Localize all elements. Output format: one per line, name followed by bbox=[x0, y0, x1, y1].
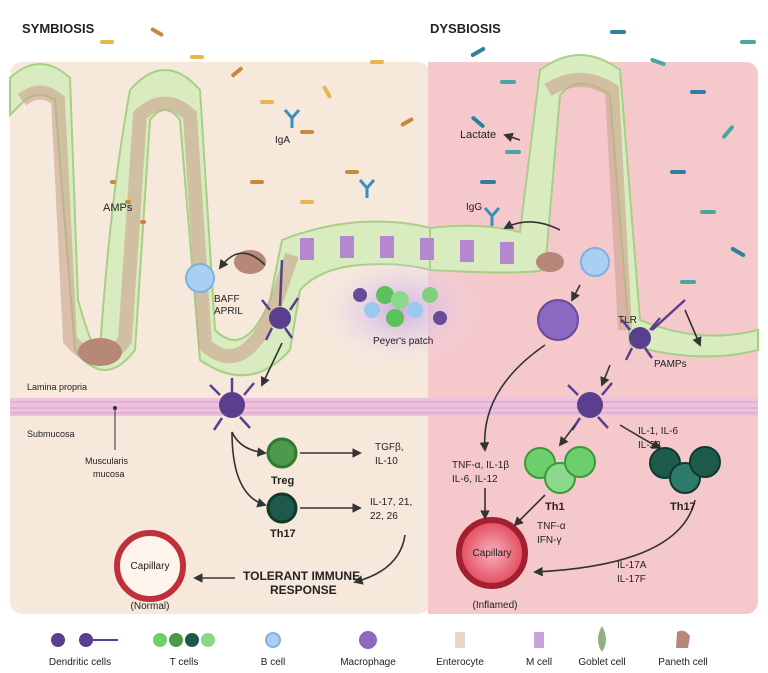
treg-cell bbox=[266, 437, 298, 469]
macrophage bbox=[537, 299, 579, 341]
th17-cell-left bbox=[266, 492, 298, 524]
dendritic-cell-right-upper bbox=[621, 299, 686, 361]
heading-dysbiosis: DYSBIOSIS bbox=[430, 21, 501, 36]
label-normal: (Normal) bbox=[131, 601, 170, 612]
legend-tcell-label: T cells bbox=[170, 657, 199, 668]
dendritic-cell-right-lower bbox=[567, 382, 613, 431]
label-ifng: IFN-γ bbox=[537, 535, 561, 546]
peyers-patch-cells bbox=[353, 286, 447, 327]
label-il10: IL-10 bbox=[375, 456, 398, 467]
legend-icons bbox=[51, 626, 690, 652]
peyers-patch bbox=[320, 255, 480, 365]
label-muscularis-2: mucosa bbox=[93, 469, 125, 479]
legend-enterocyte-label: Enterocyte bbox=[436, 657, 484, 668]
label-tlr: TLR bbox=[618, 315, 637, 326]
label-il17-list-1: IL-17, 21, bbox=[370, 497, 412, 508]
label-baff: BAFF bbox=[214, 294, 240, 305]
bacteria-right bbox=[470, 30, 756, 284]
legend-goblet-label: Goblet cell bbox=[578, 657, 625, 668]
label-muscularis-1: Muscularis bbox=[85, 456, 129, 466]
label-il1-line1: IL-1, IL-6 bbox=[638, 426, 678, 437]
legend-mcell-label: M cell bbox=[526, 657, 552, 668]
label-tgfb: TGFβ, bbox=[375, 442, 404, 453]
epithelium-left bbox=[9, 63, 431, 377]
heading-symbiosis: SYMBIOSIS bbox=[22, 21, 95, 36]
b-cell-left bbox=[185, 263, 215, 293]
label-th17-right: Th17 bbox=[670, 501, 696, 513]
legend-tcell-icon bbox=[153, 633, 215, 647]
label-lactate: Lactate bbox=[460, 129, 496, 141]
label-peyers-patch: Peyer's patch bbox=[373, 336, 433, 347]
dendritic-cell-left-lower bbox=[209, 378, 255, 431]
label-igg: IgG bbox=[466, 202, 482, 213]
label-treg: Treg bbox=[271, 475, 294, 487]
label-tolerant-2: RESPONSE bbox=[270, 583, 337, 597]
m-cells bbox=[300, 236, 514, 264]
legend-paneth-label: Paneth cell bbox=[658, 657, 707, 668]
label-il17a: IL-17A bbox=[617, 560, 647, 571]
epithelium-right bbox=[429, 54, 759, 358]
igg-antibody bbox=[483, 207, 501, 226]
label-capillary-right: Capillary bbox=[473, 548, 512, 559]
b-cell-right bbox=[580, 247, 610, 277]
label-il17f: IL-17F bbox=[617, 574, 646, 585]
label-pamps: PAMPs bbox=[654, 359, 687, 370]
capillary-normal bbox=[114, 530, 186, 602]
label-th1: Th1 bbox=[545, 501, 565, 513]
legend-bcell-icon bbox=[265, 632, 281, 648]
label-tnf-line1: TNF-α, IL-1β bbox=[452, 460, 509, 471]
legend-paneth-icon bbox=[676, 630, 690, 648]
legend-enterocyte-icon bbox=[455, 632, 465, 648]
iga-antibody bbox=[283, 109, 376, 198]
th17-cells-right bbox=[649, 446, 721, 494]
legend-macrophage-icon bbox=[359, 631, 377, 649]
arrows bbox=[193, 132, 702, 585]
legend-mcell-icon bbox=[534, 632, 544, 648]
label-capillary-left: Capillary bbox=[131, 561, 170, 572]
capillary-inflamed bbox=[456, 517, 528, 589]
label-tolerant-1: TOLERANT IMMUNE bbox=[243, 569, 360, 583]
bacteria-left bbox=[100, 27, 414, 224]
label-lamina-propria: Lamina propria bbox=[27, 382, 87, 392]
legend-bcell-label: B cell bbox=[261, 657, 285, 668]
th1-cells bbox=[524, 446, 596, 494]
dendritic-cell-left-upper bbox=[261, 259, 300, 341]
label-tnfa: TNF-α bbox=[537, 521, 566, 532]
label-th17-left: Th17 bbox=[270, 528, 296, 540]
legend-dendritic-label: Dendritic cells bbox=[49, 657, 111, 668]
legend-dendritic-icon bbox=[51, 633, 118, 647]
legend-goblet-icon bbox=[598, 626, 606, 652]
label-tnf-line2: IL-6, IL-12 bbox=[452, 474, 498, 485]
label-inflamed: (Inflamed) bbox=[472, 600, 517, 611]
label-il17-list-2: 22, 26 bbox=[370, 511, 398, 522]
label-april: APRIL bbox=[214, 306, 243, 317]
label-submucosa: Submucosa bbox=[27, 429, 75, 439]
legend-macrophage-label: Macrophage bbox=[340, 657, 396, 668]
label-il1-line2: IL-23 bbox=[638, 440, 661, 451]
label-iga: IgA bbox=[275, 135, 290, 146]
label-amps: AMPs bbox=[103, 202, 133, 214]
